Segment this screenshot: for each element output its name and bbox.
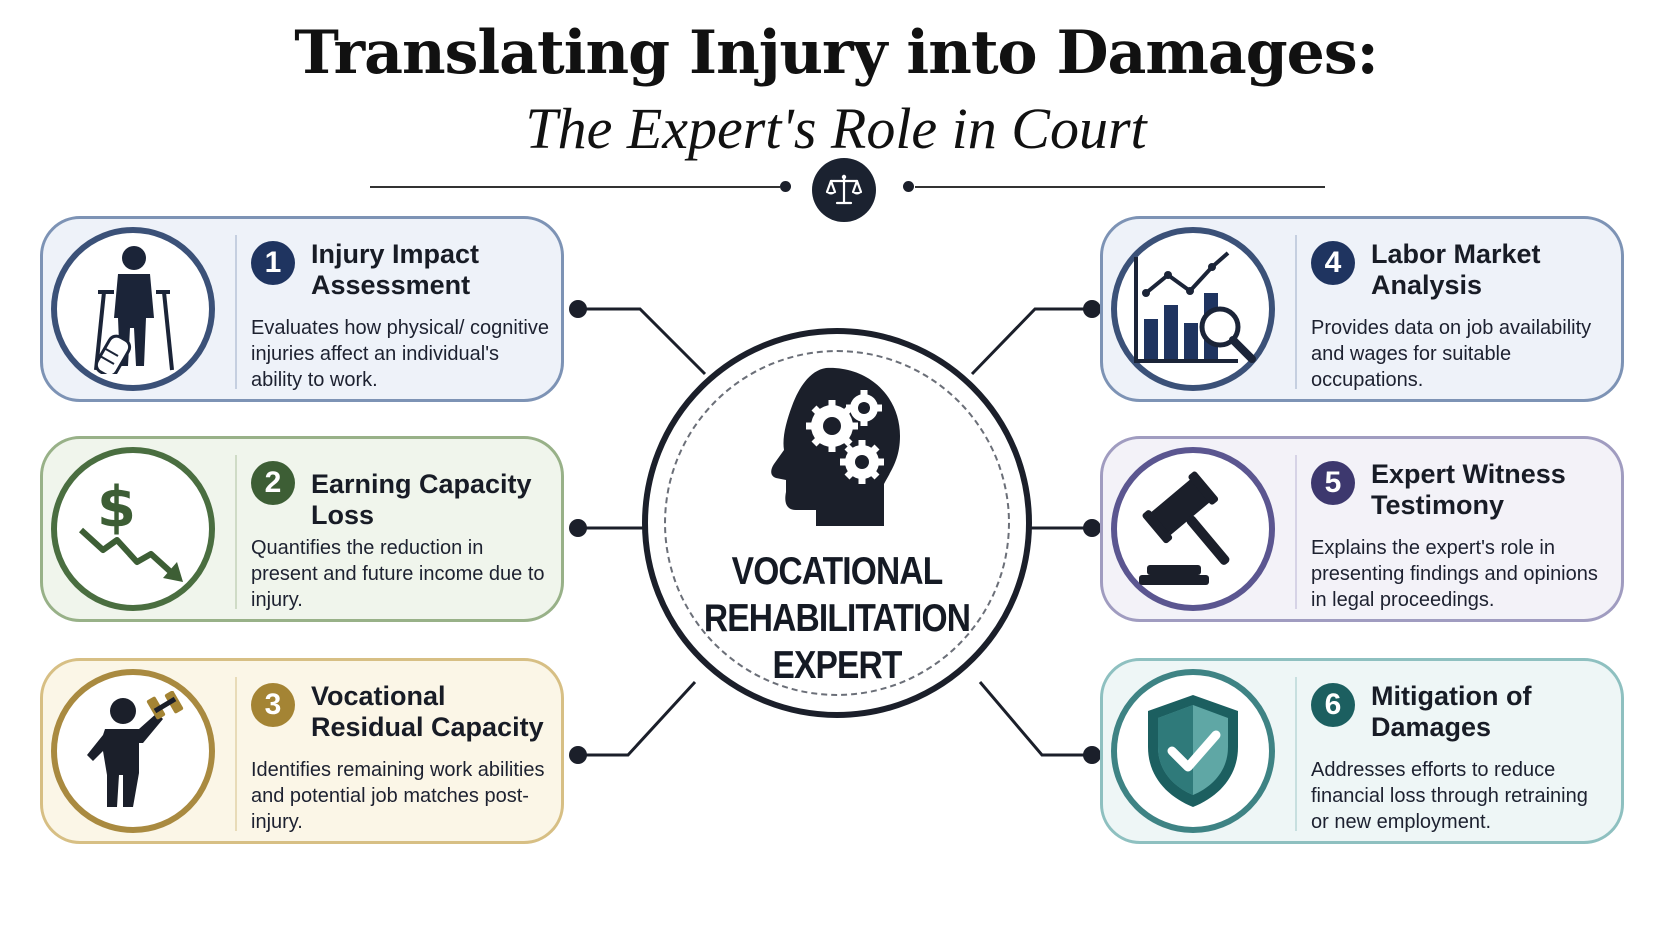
card-divider [235,235,237,389]
connector-line-4 [970,307,1092,376]
svg-text:$: $ [97,475,136,540]
connector-dot-5 [1083,519,1101,537]
card-icon-circle: $ [51,447,215,611]
card-mitigation-of-damages: 6 Mitigation of Damages Addresses effort… [1100,658,1624,844]
title-divider-right [915,186,1325,188]
card-divider [235,677,237,831]
card-description: Provides data on job availability and wa… [1311,317,1592,391]
card-vocational-residual-capacity: 3 Vocational Residual Capacity Identifie… [40,658,564,844]
shield-check-icon [1148,695,1238,807]
card-number-badge: 5 [1311,461,1355,505]
card-title: Injury Impact Assessment [311,239,480,300]
card-icon-circle [51,227,215,391]
connector-line-6 [978,681,1092,757]
card-title: Labor Market Analysis [1371,239,1541,300]
gavel-icon [1139,471,1230,585]
connector-dot-6 [1083,746,1101,764]
card-description: Addresses efforts to reduce financial lo… [1311,759,1588,833]
connector-dot-4 [1083,300,1101,318]
central-hub: VOCATIONAL REHABILITATION EXPERT [642,328,1032,718]
chart-magnifier-icon [1134,251,1256,363]
card-divider [1295,455,1297,609]
connector-line-3 [578,680,697,757]
dollar-down-trend-icon: $ [78,475,183,582]
card-divider [235,455,237,609]
scales-of-justice-icon [812,158,876,222]
card-icon-circle [1111,447,1275,611]
card-number-badge: 3 [251,683,295,727]
card-title: Vocational Residual Capacity [311,681,544,742]
hub-label-line-3: EXPERT [772,644,902,687]
card-icon-circle [51,669,215,833]
card-description: Evaluates how physical/ cognitive injuri… [251,317,549,391]
card-labor-market-analysis: 4 Labor Market Analysis Provides data on… [1100,216,1624,402]
card-number-badge: 1 [251,241,295,285]
hub-label: VOCATIONAL REHABILITATION EXPERT [674,548,999,689]
card-injury-impact-assessment: 1 Injury Impact Assessment Evaluates how… [40,216,564,402]
injured-person-crutches-icon [94,246,174,374]
connector-line-1 [578,307,707,376]
card-description: Quantifies the reduction in present and … [251,537,545,611]
connector-dot-2 [569,519,587,537]
divider-dot-left [780,181,791,192]
hub-label-line-1: VOCATIONAL [731,550,944,593]
card-divider [1295,677,1297,831]
card-divider [1295,235,1297,389]
card-icon-circle [1111,227,1275,391]
page-title: Translating Injury into Damages: [294,18,1379,88]
card-icon-circle [1111,669,1275,833]
hub-label-line-2: REHABILITATION [703,597,971,640]
person-lifting-weight-icon [87,691,184,807]
card-description: Explains the expert's role in presenting… [1311,537,1598,611]
card-number-badge: 2 [251,461,295,505]
card-title: Mitigation of Damages [1371,681,1532,742]
page-subtitle: The Expert's Role in Court [525,96,1147,161]
card-title: Expert Witness Testimony [1371,459,1566,520]
divider-dot-right [903,181,914,192]
connector-dot-1 [569,300,587,318]
card-number-badge: 4 [1311,241,1355,285]
card-title: Earning Capacity Loss [311,469,532,530]
card-earning-capacity-loss: $ 2 Earning Capacity Loss Quantifies the… [40,436,564,622]
card-description: Identifies remaining work abilities and … [251,759,545,833]
title-divider-left [370,186,780,188]
connector-dot-3 [569,746,587,764]
card-number-badge: 6 [1311,683,1355,727]
head-gears-icon [771,367,900,526]
hub-dashed-ring [664,350,1010,696]
card-expert-witness-testimony: 5 Expert Witness Testimony Explains the … [1100,436,1624,622]
